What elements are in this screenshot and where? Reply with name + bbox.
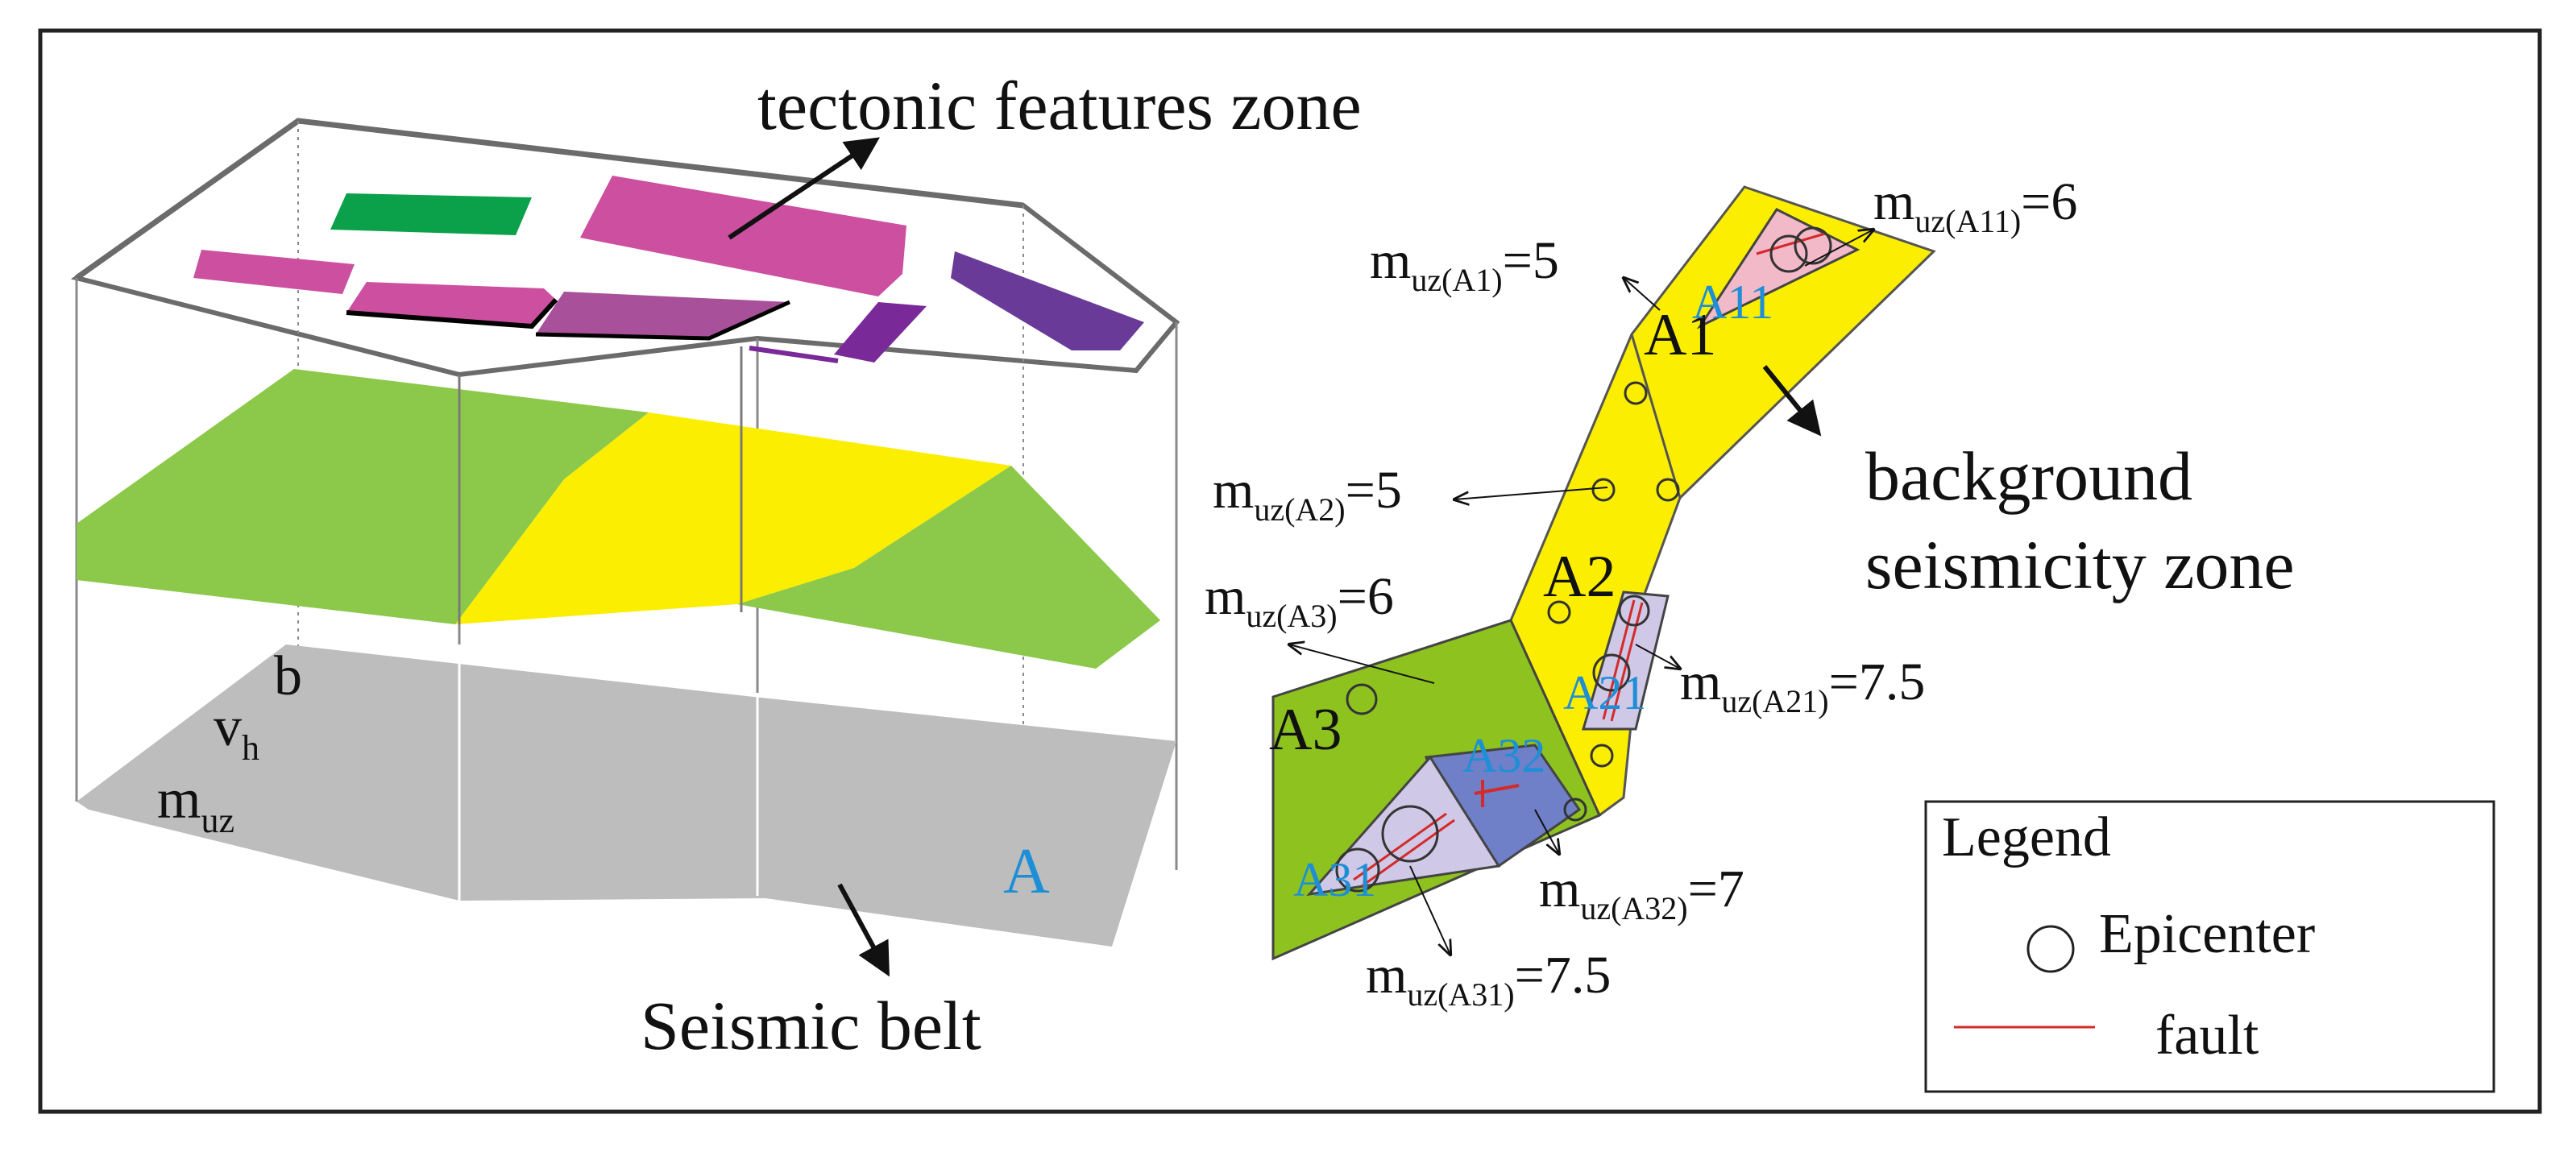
epicenter-icon xyxy=(1794,226,1832,265)
fault-line xyxy=(1756,232,1826,255)
magnitude-a1: muz(A1)=5 xyxy=(1370,231,1559,298)
zone-label-a11: A11 xyxy=(1692,276,1773,329)
feature-purple xyxy=(951,251,1144,350)
zone-label-a32: A32 xyxy=(1462,729,1545,782)
pointer-a11 xyxy=(1804,230,1873,267)
zone-label-a21: A21 xyxy=(1563,666,1646,719)
magnitude-a11: muz(A11)=6 xyxy=(1873,172,2077,239)
zone-map: A1 A2 A3 A11 A21 A32 A31 muz(A11)=6 muz(… xyxy=(1205,172,2295,1013)
epicenter-icon xyxy=(1656,478,1680,502)
feature-outline xyxy=(535,300,791,341)
background-zone-label: seismicity zone xyxy=(1865,526,2295,603)
zone-label-a2: A2 xyxy=(1543,544,1616,610)
feature-outline xyxy=(346,297,558,329)
zone-a-label: A xyxy=(1003,836,1050,907)
pointer-a1 xyxy=(1624,278,1661,311)
arrow-seismic-belt xyxy=(837,883,890,977)
epicenter-icon xyxy=(2026,925,2075,973)
epicenter-icon xyxy=(1591,478,1616,502)
background-zone-label: background xyxy=(1865,437,2192,515)
magnitude-a21: muz(A21)=7.5 xyxy=(1680,653,1925,719)
pointer-a32 xyxy=(1534,809,1559,854)
legend-fault-label: fault xyxy=(2155,1005,2259,1067)
legend-box xyxy=(1924,800,2495,1093)
epicenter-icon xyxy=(1590,744,1614,768)
zone-division xyxy=(1630,334,1682,499)
bottom-layer-seismic-belt xyxy=(77,644,1176,947)
middle-layer-yellow xyxy=(455,412,1011,624)
feature-green xyxy=(330,193,532,235)
pointer-a31 xyxy=(1409,865,1450,955)
epicenter-icon xyxy=(1346,683,1378,715)
block-diagram: tectonic features zone b vh muz A Seismi… xyxy=(70,67,1362,1064)
param-vh: vh xyxy=(214,696,259,768)
legend-title: Legend xyxy=(1942,806,2111,868)
magnitude-a2: muz(A2)=5 xyxy=(1213,461,1402,528)
pointer-a3 xyxy=(1289,644,1435,684)
fault-line xyxy=(1353,812,1447,881)
epicenter-icon xyxy=(1335,847,1380,893)
middle-layer-green-left xyxy=(77,369,649,624)
magnitude-a32: muz(A32)=7 xyxy=(1539,860,1744,926)
epicenter-icon xyxy=(1618,595,1650,627)
epicenter-icon xyxy=(1381,805,1439,863)
legend: Legend Epicenter fault xyxy=(1924,800,2495,1093)
param-b: b xyxy=(274,645,302,707)
arrow-background xyxy=(1762,365,1822,437)
subzone-a31 xyxy=(1306,755,1501,897)
epicenter-icon xyxy=(1624,381,1648,405)
epicenter-icon xyxy=(1547,600,1571,624)
legend-epicenter-label: Epicenter xyxy=(2099,903,2315,965)
fault-line xyxy=(1602,599,1636,720)
pointer-a2 xyxy=(1454,487,1608,499)
zone-label-a3: A3 xyxy=(1269,697,1342,763)
feature-line xyxy=(749,346,839,363)
arrow-tectonic xyxy=(728,137,880,240)
epicenter-icon xyxy=(1592,653,1631,692)
feature-purple xyxy=(834,302,927,363)
magnitude-a3: muz(A3)=6 xyxy=(1205,567,1394,634)
pointer-a21 xyxy=(1635,644,1680,669)
epicenter-icon xyxy=(1769,234,1808,273)
magnitude-a31: muz(A31)=7.5 xyxy=(1366,946,1611,1013)
zone-label-a31: A31 xyxy=(1293,853,1376,906)
param-muz: muz xyxy=(157,769,234,840)
seismic-belt-label: Seismic belt xyxy=(641,987,981,1064)
feature-magenta xyxy=(536,292,790,338)
middle-layer-green-right xyxy=(737,466,1160,669)
feature-magenta xyxy=(193,250,355,294)
zone-label-a1: A1 xyxy=(1644,302,1716,368)
tectonic-features-title: tectonic features zone xyxy=(757,67,1362,144)
feature-magenta xyxy=(580,176,906,296)
epicenter-icon xyxy=(1563,798,1587,822)
